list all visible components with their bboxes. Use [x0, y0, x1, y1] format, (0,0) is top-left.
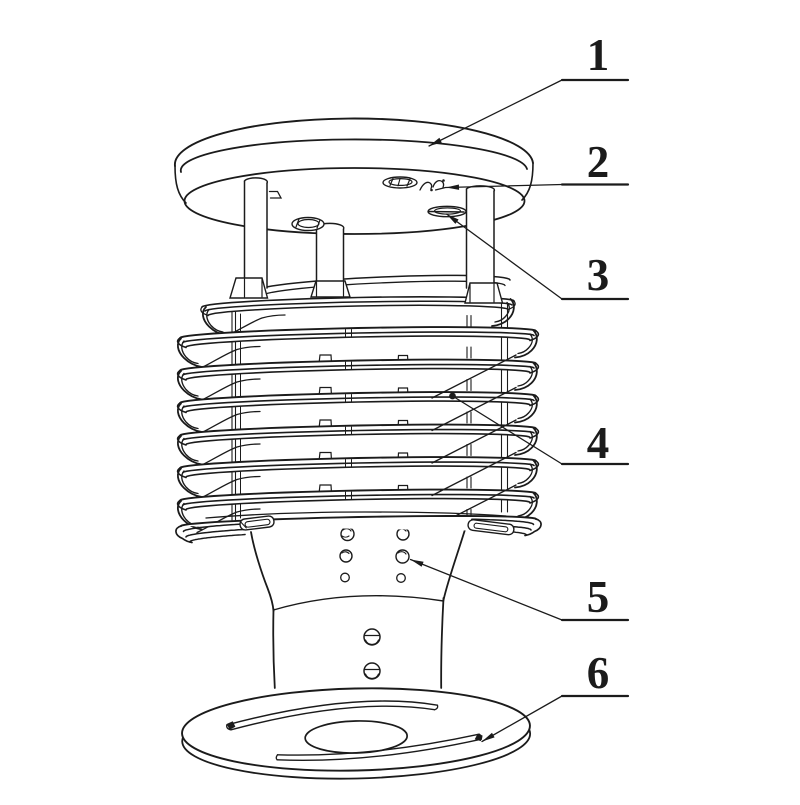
svg-text:1: 1 [587, 30, 610, 80]
svg-text:4: 4 [587, 418, 610, 468]
svg-text:2: 2 [587, 137, 610, 187]
svg-text:6: 6 [587, 648, 610, 698]
svg-text:3: 3 [587, 250, 610, 300]
svg-text:5: 5 [587, 572, 610, 622]
